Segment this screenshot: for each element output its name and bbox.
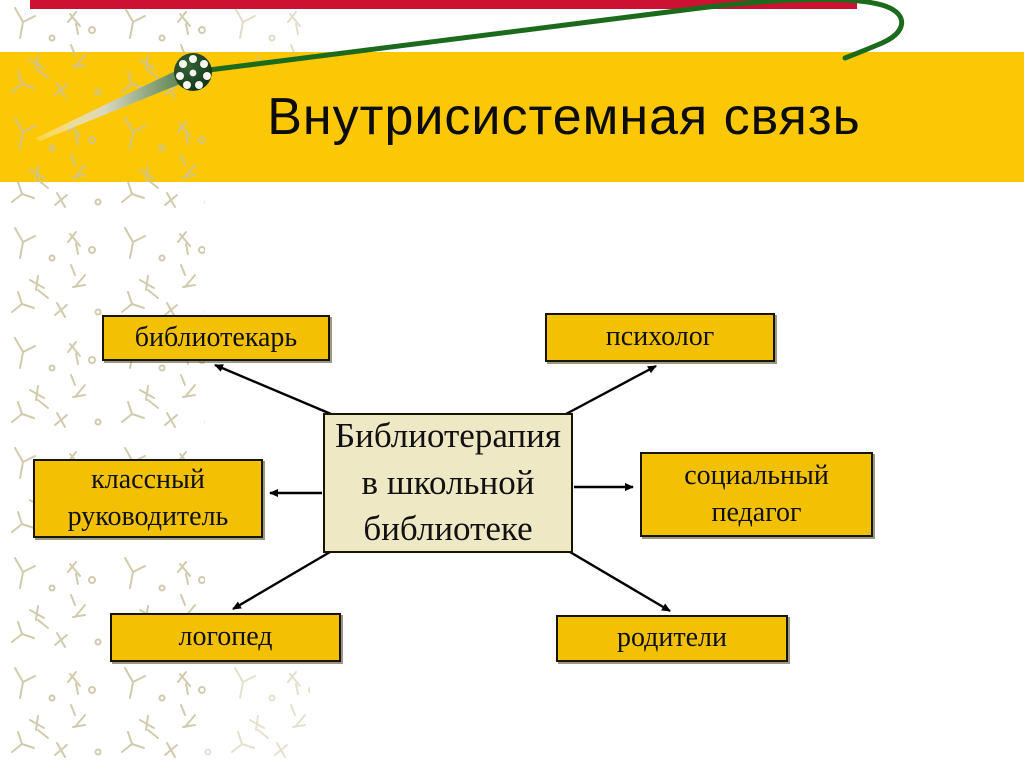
node-label: социальный педагог (684, 460, 829, 528)
node-psychologist: психолог (545, 313, 775, 362)
center-line-1: Библиотерапия (335, 416, 561, 456)
arrow-speech-therapist (232, 550, 331, 611)
page-title: Внутрисистемная связь (267, 88, 861, 146)
node-librarian: библиотекарь (102, 315, 330, 361)
node-label: родители (616, 622, 728, 654)
top-accent-bar (30, 0, 857, 9)
node-label: классный руководитель (67, 464, 229, 532)
node-parents: родители (556, 615, 788, 662)
arrow-psychologist (565, 364, 657, 416)
node-label: психолог (605, 321, 715, 353)
node-speech-therapist: логопед (110, 613, 341, 662)
center-line-2: в школьной (361, 462, 535, 502)
node-social-pedagogue: социальный педагог (640, 452, 873, 537)
arrow-parents (569, 550, 671, 613)
arrow-librarian (214, 363, 332, 416)
center-line-3: библиотеке (363, 509, 533, 549)
node-class-teacher: классный руководитель (33, 459, 263, 538)
node-label: библиотекарь (134, 321, 298, 353)
node-center: Библиотерапия в школьной библиотеке (323, 413, 573, 553)
node-label: логопед (178, 621, 273, 653)
